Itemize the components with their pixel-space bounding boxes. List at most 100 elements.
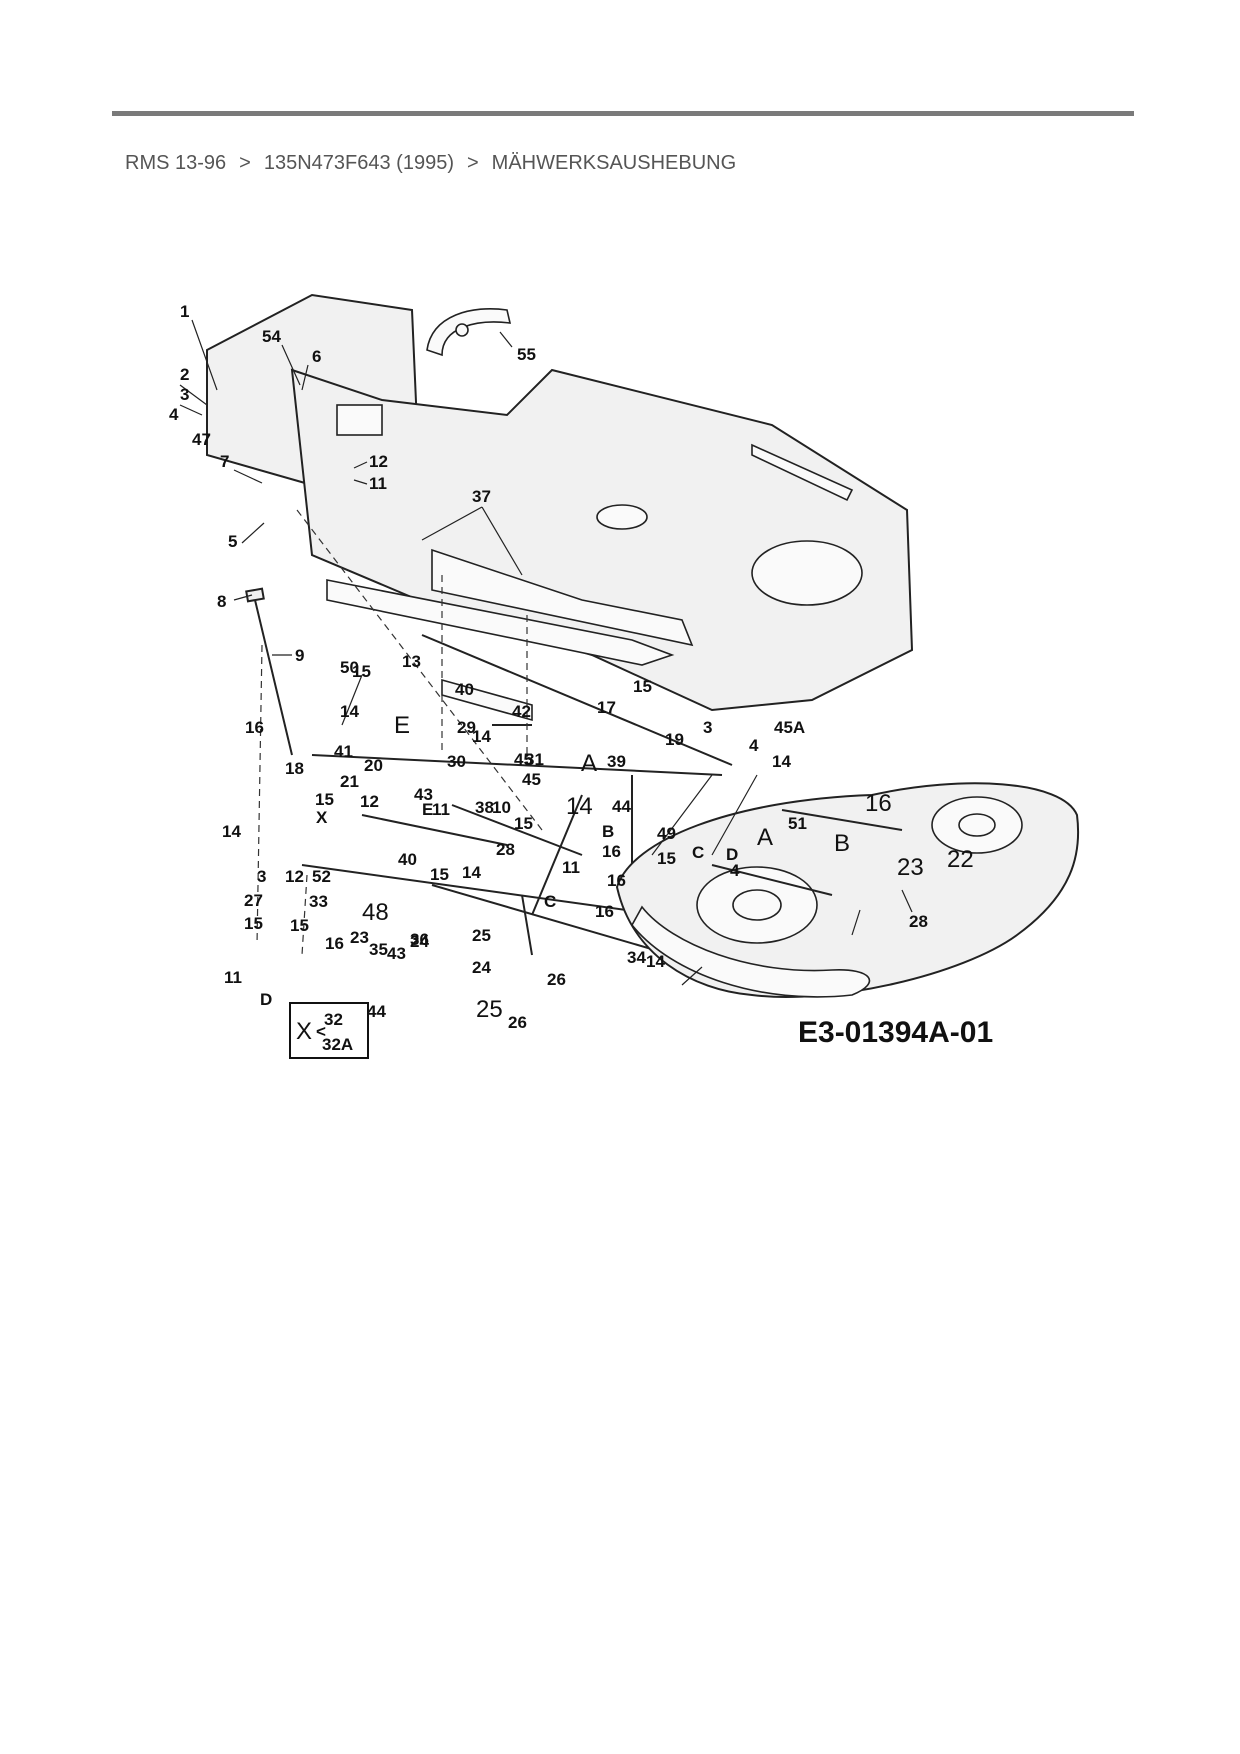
part-label: 4 (749, 736, 759, 755)
part-label: 16 (602, 842, 621, 861)
part-label: 47 (192, 430, 211, 449)
part-label: 20 (364, 756, 383, 775)
part-label: 44 (367, 1002, 386, 1021)
part-label: 26 (508, 1013, 527, 1032)
part-label: 31 (525, 750, 544, 769)
part-label: 16 (865, 790, 892, 817)
part-label: 13 (402, 652, 421, 671)
part-label: 24 (472, 958, 491, 977)
part-label: 34 (627, 948, 646, 967)
part-label: 11 (369, 474, 387, 493)
part-label: 28 (909, 912, 928, 931)
breadcrumb-model[interactable]: RMS 13-96 (125, 152, 227, 174)
part-label: 54 (262, 327, 281, 346)
part-label: X (316, 808, 328, 827)
breadcrumb-section: MÄHWERKSAUSHEBUNG (491, 152, 737, 174)
part-label: 8 (217, 592, 226, 611)
part-label: 15 (244, 914, 263, 933)
leader-lines (179, 319, 913, 986)
part-label: C (544, 892, 556, 911)
part-label: 29 (457, 718, 476, 737)
part-label: 28 (496, 840, 515, 859)
breadcrumb-serial[interactable]: 135N473F643 (1995) (263, 152, 454, 174)
drawing-code: E3-01394A-01 (798, 1016, 993, 1049)
part-label: 15 (657, 849, 676, 868)
part-label: B (834, 830, 850, 857)
part-label: 55 (517, 345, 536, 364)
inset-part: 32A (322, 1035, 353, 1054)
part-label: 33 (309, 892, 328, 911)
top-divider (112, 111, 1134, 116)
part-label: 21 (340, 772, 359, 791)
part-label: 45 (514, 750, 533, 769)
part-label: 45A (774, 718, 805, 737)
part-label: 12 (369, 452, 388, 471)
part-label: 4 (730, 861, 740, 880)
part-label: 1 (180, 302, 189, 321)
part-label: 7 (220, 452, 229, 471)
part-label: 15 (315, 790, 334, 809)
part-label: 19 (665, 730, 684, 749)
part-label: C (692, 843, 704, 862)
part-label: 2 (180, 365, 189, 384)
part-label: 11 (432, 800, 450, 819)
part-label: 49 (657, 824, 676, 843)
part-label: 12 (360, 792, 379, 811)
part-label: 40 (455, 680, 474, 699)
part-label: 5 (228, 532, 237, 551)
part-label: 51 (788, 814, 807, 833)
part-label: 44 (612, 797, 631, 816)
part-labels: 1 54 6 55 2 3 4 47 7 12 11 37 5 8 50 E 9… (169, 302, 974, 1032)
part-label: 36 (410, 930, 429, 949)
exploded-view-drawing: 1 54 6 55 2 3 4 47 7 12 11 37 5 8 50 E 9… (169, 293, 1080, 1059)
inset-marker: X (296, 1018, 312, 1045)
part-label: 16 (325, 934, 344, 953)
inset-box: X < 32 32A (289, 1002, 369, 1059)
part-label: 4 (169, 405, 179, 424)
part-label: 18 (285, 759, 304, 778)
hose-clamp-drawing (426, 308, 512, 357)
part-label: A (757, 824, 773, 851)
lift-linkage-drawing (245, 587, 733, 956)
mower-deck-drawing (615, 782, 1080, 998)
part-label: 30 (447, 752, 466, 771)
part-label: 39 (607, 752, 626, 771)
svg-text:<: < (316, 1022, 326, 1041)
part-label: 11 (224, 968, 242, 987)
part-label: 14 (340, 702, 359, 721)
part-label: D (726, 845, 738, 864)
part-label: 9 (295, 646, 304, 665)
part-label: 10 (492, 798, 511, 817)
part-label: 50 (340, 658, 359, 677)
reference-lines (256, 509, 543, 956)
part-label: 14 (462, 863, 481, 882)
part-label: 43 (414, 785, 433, 804)
part-label: 15 (633, 677, 652, 696)
part-label: 35 (369, 940, 388, 959)
part-label: B (602, 822, 614, 841)
part-label: 23 (350, 928, 369, 947)
part-label: 15 (514, 814, 533, 833)
part-label: 3 (257, 867, 266, 886)
part-label: 42 (512, 702, 531, 721)
parts-diagram: 1 54 6 55 2 3 4 47 7 12 11 37 5 8 50 E 9… (112, 255, 1134, 1185)
part-label: E (422, 800, 433, 819)
part-label: 25 (476, 996, 503, 1023)
part-label: 27 (244, 891, 263, 910)
part-label: 16 (595, 902, 614, 921)
part-label: 40 (398, 850, 417, 869)
part-label: 37 (472, 487, 491, 506)
part-label: E (394, 712, 410, 739)
part-label: 15 (430, 865, 449, 884)
part-label: 43 (387, 944, 406, 963)
part-label: 23 (897, 854, 924, 881)
part-label: D (260, 990, 272, 1009)
part-label: 14 (566, 793, 593, 820)
part-label: 52 (312, 867, 331, 886)
part-label: 16 (245, 718, 264, 737)
part-label: 11 (562, 858, 580, 877)
part-label: 26 (547, 970, 566, 989)
part-label: 3 (703, 718, 712, 737)
chassis-drawing (206, 293, 914, 722)
breadcrumb-separator: > (239, 152, 251, 174)
